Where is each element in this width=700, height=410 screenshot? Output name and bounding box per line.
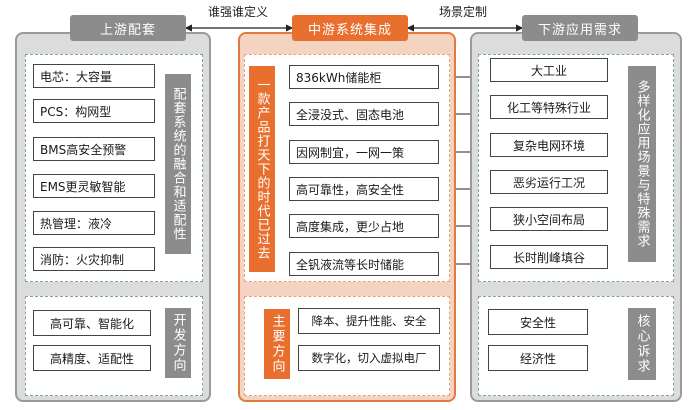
upstream-dev-label-text: 开发方向 (170, 313, 186, 373)
downstream-item: 长时削峰填谷 (490, 245, 608, 269)
downstream-title: 下游应用需求 (522, 15, 638, 41)
downstream-core-item: 经济性 (488, 345, 588, 371)
midstream-item: 全浸没式、固态电池 (289, 102, 439, 126)
upstream-title: 上游配套 (70, 15, 186, 41)
downstream-item: 恶劣运行工况 (490, 170, 608, 194)
downstream-item: 狭小空间布局 (490, 207, 608, 231)
midstream-item: 高度集成，更少占地 (289, 214, 439, 238)
connector-right-label: 场景定制 (439, 5, 488, 19)
downstream-item: 大工业 (490, 58, 608, 82)
downstream-item: 化工等特殊行业 (490, 95, 608, 119)
downstream-core-label-text: 核心诉求 (634, 314, 650, 374)
upstream-item: EMS更灵敏智能 (33, 174, 155, 198)
midstream-main-label-text: 主要方向 (269, 314, 285, 374)
midstream-item: 836kWh储能柜 (289, 65, 439, 89)
midstream-main-item: 降本、提升性能、安全 (298, 308, 440, 334)
midstream-item: 全钒液流等长时储能 (289, 252, 439, 276)
connector-left-label: 谁强谁定义 (208, 5, 269, 19)
midstream-side-label: 一款产品打天下的时代已过去 (249, 66, 275, 272)
upstream-item: BMS高安全预警 (33, 137, 155, 161)
upstream-side-label: 配套系统的融合和适配性 (165, 74, 191, 254)
upstream-item: 电芯：大容量 (33, 64, 155, 88)
downstream-core-item: 安全性 (488, 309, 588, 335)
upstream-dev-item: 高精度、适配性 (33, 345, 151, 371)
downstream-core-label: 核心诉求 (628, 308, 656, 380)
upstream-item: 热管理：液冷 (33, 211, 155, 235)
midstream-main-label: 主要方向 (264, 309, 290, 379)
midstream-main-item: 数字化，切入虚拟电厂 (298, 345, 440, 371)
upstream-item: PCS：构网型 (33, 99, 155, 123)
upstream-side-label-text: 配套系统的融合和适配性 (170, 87, 186, 241)
upstream-dev-label: 开发方向 (165, 308, 191, 378)
upstream-dev-item: 高可靠、智能化 (33, 310, 151, 336)
upstream-item: 消防：火灾抑制 (33, 247, 155, 271)
midstream-side-label-text: 一款产品打天下的时代已过去 (254, 78, 270, 260)
downstream-item: 复杂电网环境 (490, 133, 608, 157)
downstream-side-label: 多样化应用场景与特殊需求 (628, 66, 656, 262)
midstream-products-group (244, 54, 450, 282)
midstream-title: 中游系统集成 (292, 15, 408, 41)
midstream-item: 高可靠性，高安全性 (289, 177, 439, 201)
midstream-item: 因网制宜，一网一策 (289, 140, 439, 164)
downstream-side-label-text: 多样化应用场景与特殊需求 (634, 80, 650, 248)
